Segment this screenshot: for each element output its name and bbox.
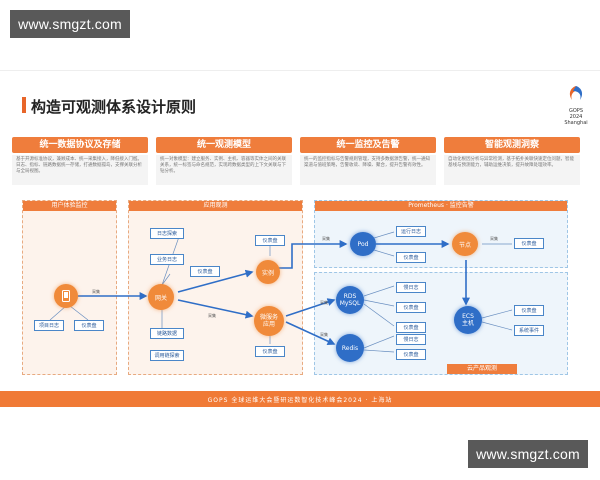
cloud-box-dashboard-3[interactable]: 仪表盘 — [396, 349, 426, 360]
redis-node[interactable]: Redis — [336, 334, 364, 362]
slide-footer: GOPS 全球运维大会暨研运数智化技术峰会2024 · 上海站 — [0, 391, 600, 407]
app-box-dashboard[interactable]: 仪表盘 — [190, 266, 220, 277]
app-right-box-2[interactable]: 仪表盘 — [255, 346, 285, 357]
panel-prometheus-header: Prometheus · 监控告警 — [315, 201, 567, 211]
gateway-node[interactable]: 网关 — [148, 284, 174, 310]
user-box-dashboard[interactable]: 仪表盘 — [74, 320, 104, 331]
user-box-logs[interactable]: 项目日志 — [34, 320, 64, 331]
principle-header-4: 智能观测洞察 — [444, 137, 580, 153]
app-box-log-explore[interactable]: 日志探索 — [150, 228, 184, 239]
panel-cloud-header: 云产品观测 — [447, 364, 517, 374]
app-box-trace-explore[interactable]: 调用链探索 — [150, 350, 184, 361]
principle-desc-4: 自动化根因分析与异常检测，基于拓扑关联快速定位问题，智能基线与预测能力，辅助运维… — [444, 155, 580, 185]
prom-box-dashboard-1[interactable]: 仪表盘 — [396, 252, 426, 263]
principle-header-3: 统一监控及告警 — [300, 137, 436, 153]
app-box-business-log[interactable]: 业务日志 — [150, 254, 184, 265]
principle-desc-3: 统一的监控指标与告警规则管理，支持多数据源告警，统一通知渠道与值班策略，告警收敛… — [300, 155, 436, 185]
ecs-box-system-events[interactable]: 系统事件 — [514, 325, 544, 336]
edge-label-client: 采集 — [92, 289, 100, 294]
edge-label-4: 采集 — [320, 332, 328, 337]
principle-desc-2: 统一对象模型：建立服务、实例、主机、容器等实体之间的关联关系，统一标签与命名规范… — [156, 155, 292, 185]
edge-label-3: 采集 — [320, 300, 328, 305]
cloud-box-slow-log-2[interactable]: 慢日志 — [396, 334, 426, 345]
slide-title: 构造可观测体系设计原则 — [31, 98, 197, 116]
prom-box-run-log[interactable]: 运行日志 — [396, 226, 426, 237]
phone-icon — [62, 290, 70, 302]
ecs-host-node[interactable]: ECS 主机 — [454, 306, 482, 334]
principle-header-2: 统一观测模型 — [156, 137, 292, 153]
watermark-bottom: www.smgzt.com — [468, 440, 588, 468]
cloud-box-dashboard-2[interactable]: 仪表盘 — [396, 322, 426, 333]
gops-logo: GOPS 2024 Shanghai — [562, 84, 590, 126]
edge-label-5: 采集 — [490, 236, 498, 241]
service-node[interactable]: 微服务 应用 — [254, 306, 284, 336]
app-right-box-1[interactable]: 仪表盘 — [255, 235, 285, 246]
principle-desc-1: 基于开源标准协议，兼顾成本、统一采集接入，降低接入门槛。日志、指标、链路数据统一… — [12, 155, 148, 185]
edge-label-1: 采集 — [208, 313, 216, 318]
app-box-trace-data[interactable]: 链路数据 — [150, 328, 184, 339]
logo-line1: GOPS 2024 — [569, 108, 583, 120]
cloud-box-dashboard-1[interactable]: 仪表盘 — [396, 302, 426, 313]
title-accent-bar — [22, 97, 26, 113]
prom-box-dashboard-2[interactable]: 仪表盘 — [514, 238, 544, 249]
instance-node[interactable]: 实例 — [256, 260, 280, 284]
principle-header-1: 统一数据协议及存储 — [12, 137, 148, 153]
ecs-box-dashboard[interactable]: 仪表盘 — [514, 305, 544, 316]
logo-line2: Shanghai — [564, 120, 588, 126]
edge-label-2: 采集 — [322, 236, 330, 241]
cloud-box-slow-log-1[interactable]: 慢日志 — [396, 282, 426, 293]
panel-user-header: 用户体验监控 — [23, 201, 116, 211]
pod-node[interactable]: Pod — [350, 232, 376, 256]
client-node[interactable] — [54, 284, 78, 308]
panel-app-header: 应用观测 — [129, 201, 302, 211]
watermark-top: www.smgzt.com — [10, 10, 130, 38]
gops-logo-icon — [569, 86, 583, 100]
rds-mysql-node[interactable]: RDS MySQL — [336, 286, 364, 314]
node-node[interactable]: 节点 — [452, 232, 478, 256]
